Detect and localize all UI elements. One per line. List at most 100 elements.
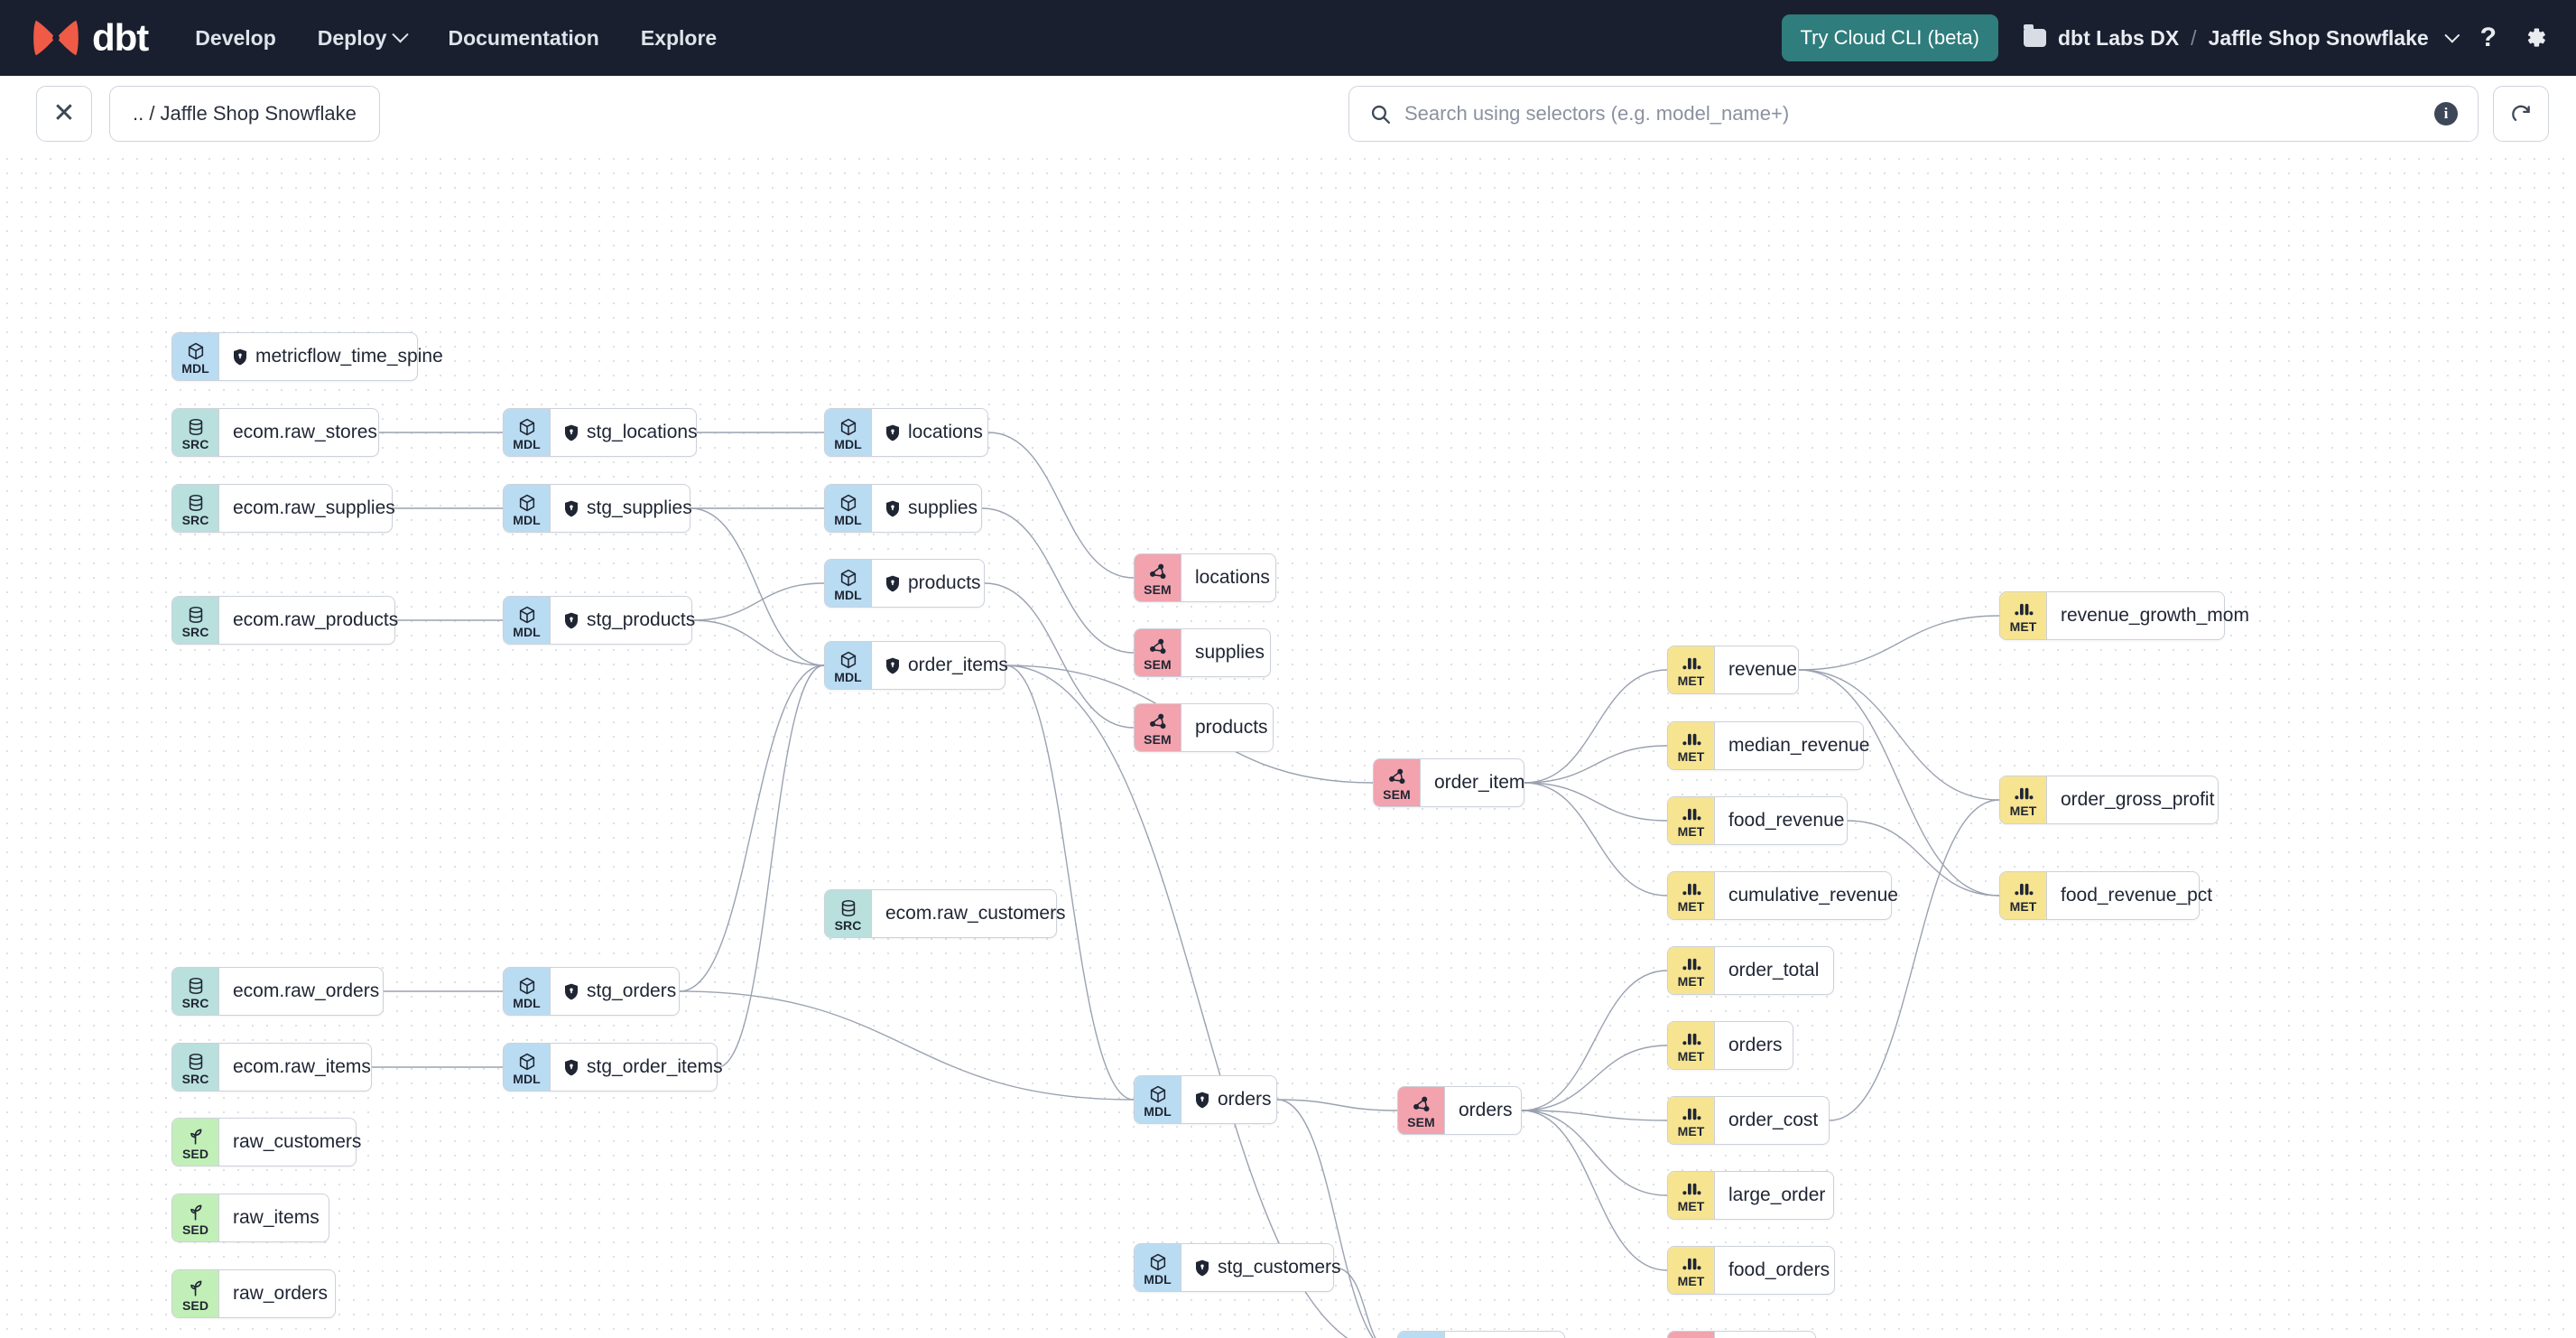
node-type-badge-src: SRC xyxy=(172,1044,219,1091)
try-cloud-cli-button[interactable]: Try Cloud CLI (beta) xyxy=(1781,14,1998,61)
node-type-label: MDL xyxy=(1144,1103,1172,1119)
met-icon xyxy=(1682,1105,1701,1124)
help-icon[interactable]: ? xyxy=(2479,23,2497,52)
info-icon[interactable]: i xyxy=(2434,102,2458,125)
refresh-icon[interactable] xyxy=(2493,86,2549,142)
edge-stg_products-to-mdl_products xyxy=(691,582,825,621)
breadcrumb[interactable]: .. / Jaffle Shop Snowflake xyxy=(109,86,380,142)
nav-item-explore[interactable]: Explore xyxy=(641,26,717,51)
node-type-badge-src: SRC xyxy=(172,409,219,456)
met-icon xyxy=(1682,730,1701,749)
node-type-label: MET xyxy=(1677,1274,1705,1288)
node-body: products xyxy=(872,560,996,607)
node-label: locations xyxy=(1195,567,1270,588)
node-label: revenue xyxy=(1728,659,1797,680)
protected-shield-icon xyxy=(886,424,899,441)
edge-sem_orders-to-met_order_total xyxy=(1521,970,1668,1111)
gear-icon[interactable] xyxy=(2522,24,2549,51)
node-type-badge-mdl: MDL xyxy=(1135,1244,1181,1291)
node-body: order_gross_profit xyxy=(2047,776,2229,823)
edge-mdl_locations-to-sem_locations xyxy=(987,432,1135,579)
node-label: locations xyxy=(908,422,983,442)
node-body: large_order xyxy=(1715,1172,1840,1219)
search-input[interactable] xyxy=(1404,102,2434,125)
node-type-label: MET xyxy=(1677,1049,1705,1064)
dbt-logo[interactable]: dbt xyxy=(31,17,149,59)
node-body: revenue_growth_mom xyxy=(2047,592,2265,639)
src-icon xyxy=(186,605,206,625)
node-type-label: MET xyxy=(1677,899,1705,914)
node-body: locations xyxy=(872,409,998,456)
node-type-label: MET xyxy=(1677,974,1705,989)
nav-label: Develop xyxy=(195,25,276,50)
node-type-badge-mdl: MDL xyxy=(504,597,551,644)
graph-node-mdl_customers[interactable]: MDLcustomers xyxy=(1397,1331,1565,1338)
account-project-breadcrumb[interactable]: dbt Labs DX / Jaffle Shop Snowflake xyxy=(2024,24,2460,51)
nav-label: Deploy xyxy=(317,25,387,50)
node-body: stg_order_items xyxy=(551,1044,738,1091)
node-label: median_revenue xyxy=(1728,735,1870,756)
node-type-badge-met: MET xyxy=(1668,646,1715,693)
node-body: stg_supplies xyxy=(551,485,708,532)
chevron-down-icon xyxy=(392,25,410,42)
node-label: order_cost xyxy=(1728,1110,1819,1130)
edge-mdl_supplies-to-sem_supplies xyxy=(981,507,1135,654)
search-bar[interactable]: i xyxy=(1348,86,2479,142)
src-icon xyxy=(186,976,206,996)
node-body: food_revenue xyxy=(1715,797,1859,844)
graph-node-met_revenue[interactable]: MET revenue xyxy=(1667,646,1799,694)
nav-item-deploy[interactable]: Deploy xyxy=(317,25,410,51)
node-type-badge-sed: SED xyxy=(172,1270,219,1317)
nav-item-documentation[interactable]: Documentation xyxy=(448,26,598,51)
project-name: Jaffle Shop Snowflake xyxy=(2208,25,2429,50)
primary-nav: Develop Deploy Documentation Explore xyxy=(195,26,717,51)
graph-node-sem_customers[interactable]: SEMcustomers xyxy=(1667,1331,1816,1338)
graph-node-stg_products[interactable]: MDL stg_products xyxy=(503,596,696,645)
node-body: ecom.raw_supplies xyxy=(219,485,411,532)
src-icon xyxy=(186,493,206,513)
close-icon[interactable]: ✕ xyxy=(36,86,92,142)
node-body: raw_items xyxy=(219,1194,335,1241)
node-type-badge-mdl: MDL xyxy=(825,560,872,607)
node-type-label: MET xyxy=(2009,804,2037,818)
node-label: stg_products xyxy=(587,609,696,630)
nav-item-develop[interactable]: Develop xyxy=(195,26,275,51)
